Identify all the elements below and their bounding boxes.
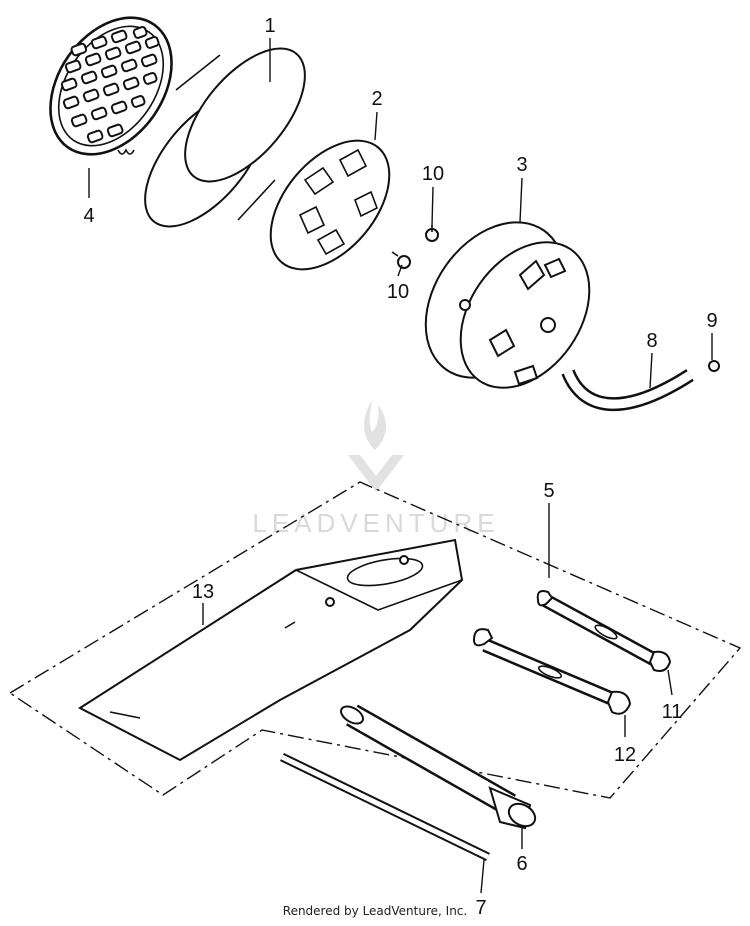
callout-9: 9: [706, 310, 717, 332]
callout-2: 2: [371, 88, 382, 110]
callout-1: 1: [264, 15, 275, 37]
callout-5: 5: [543, 480, 554, 502]
callout-10-lower: 10: [387, 281, 409, 303]
part-12-wrench: [472, 628, 632, 715]
callout-13: 13: [192, 581, 214, 603]
part-11-wrench: [536, 590, 672, 672]
callout-4: 4: [83, 205, 94, 227]
callout-7: 7: [475, 897, 486, 919]
callout-6: 6: [516, 853, 527, 875]
callout-12: 12: [614, 744, 636, 766]
callout-8: 8: [646, 330, 657, 352]
callout-3: 3: [516, 154, 527, 176]
part-2-plate: [269, 139, 391, 271]
part-9-clamp: [708, 360, 720, 372]
part-3-air-cleaner-case: [424, 221, 591, 389]
part-1-filter-element: [144, 47, 306, 228]
callout-11: 11: [662, 701, 683, 723]
callout-10-upper: 10: [422, 163, 444, 185]
part-13-tool-bag: [78, 538, 464, 762]
part-8-hose: [561, 369, 694, 412]
leader-lines: [88, 38, 713, 894]
tool-kit-boundary: [8, 481, 742, 799]
part-7-tommy-bar: [280, 752, 490, 862]
watermark-text: LEADVENTURE: [252, 508, 499, 538]
part-6-plug-wrench: [340, 704, 537, 830]
footer-credit: Rendered by LeadVenture, Inc.: [282, 904, 468, 918]
leadventure-watermark: LEADVENTURE: [252, 400, 499, 538]
part-4-grille: [49, 16, 173, 156]
part-10-bolts: [391, 225, 439, 269]
